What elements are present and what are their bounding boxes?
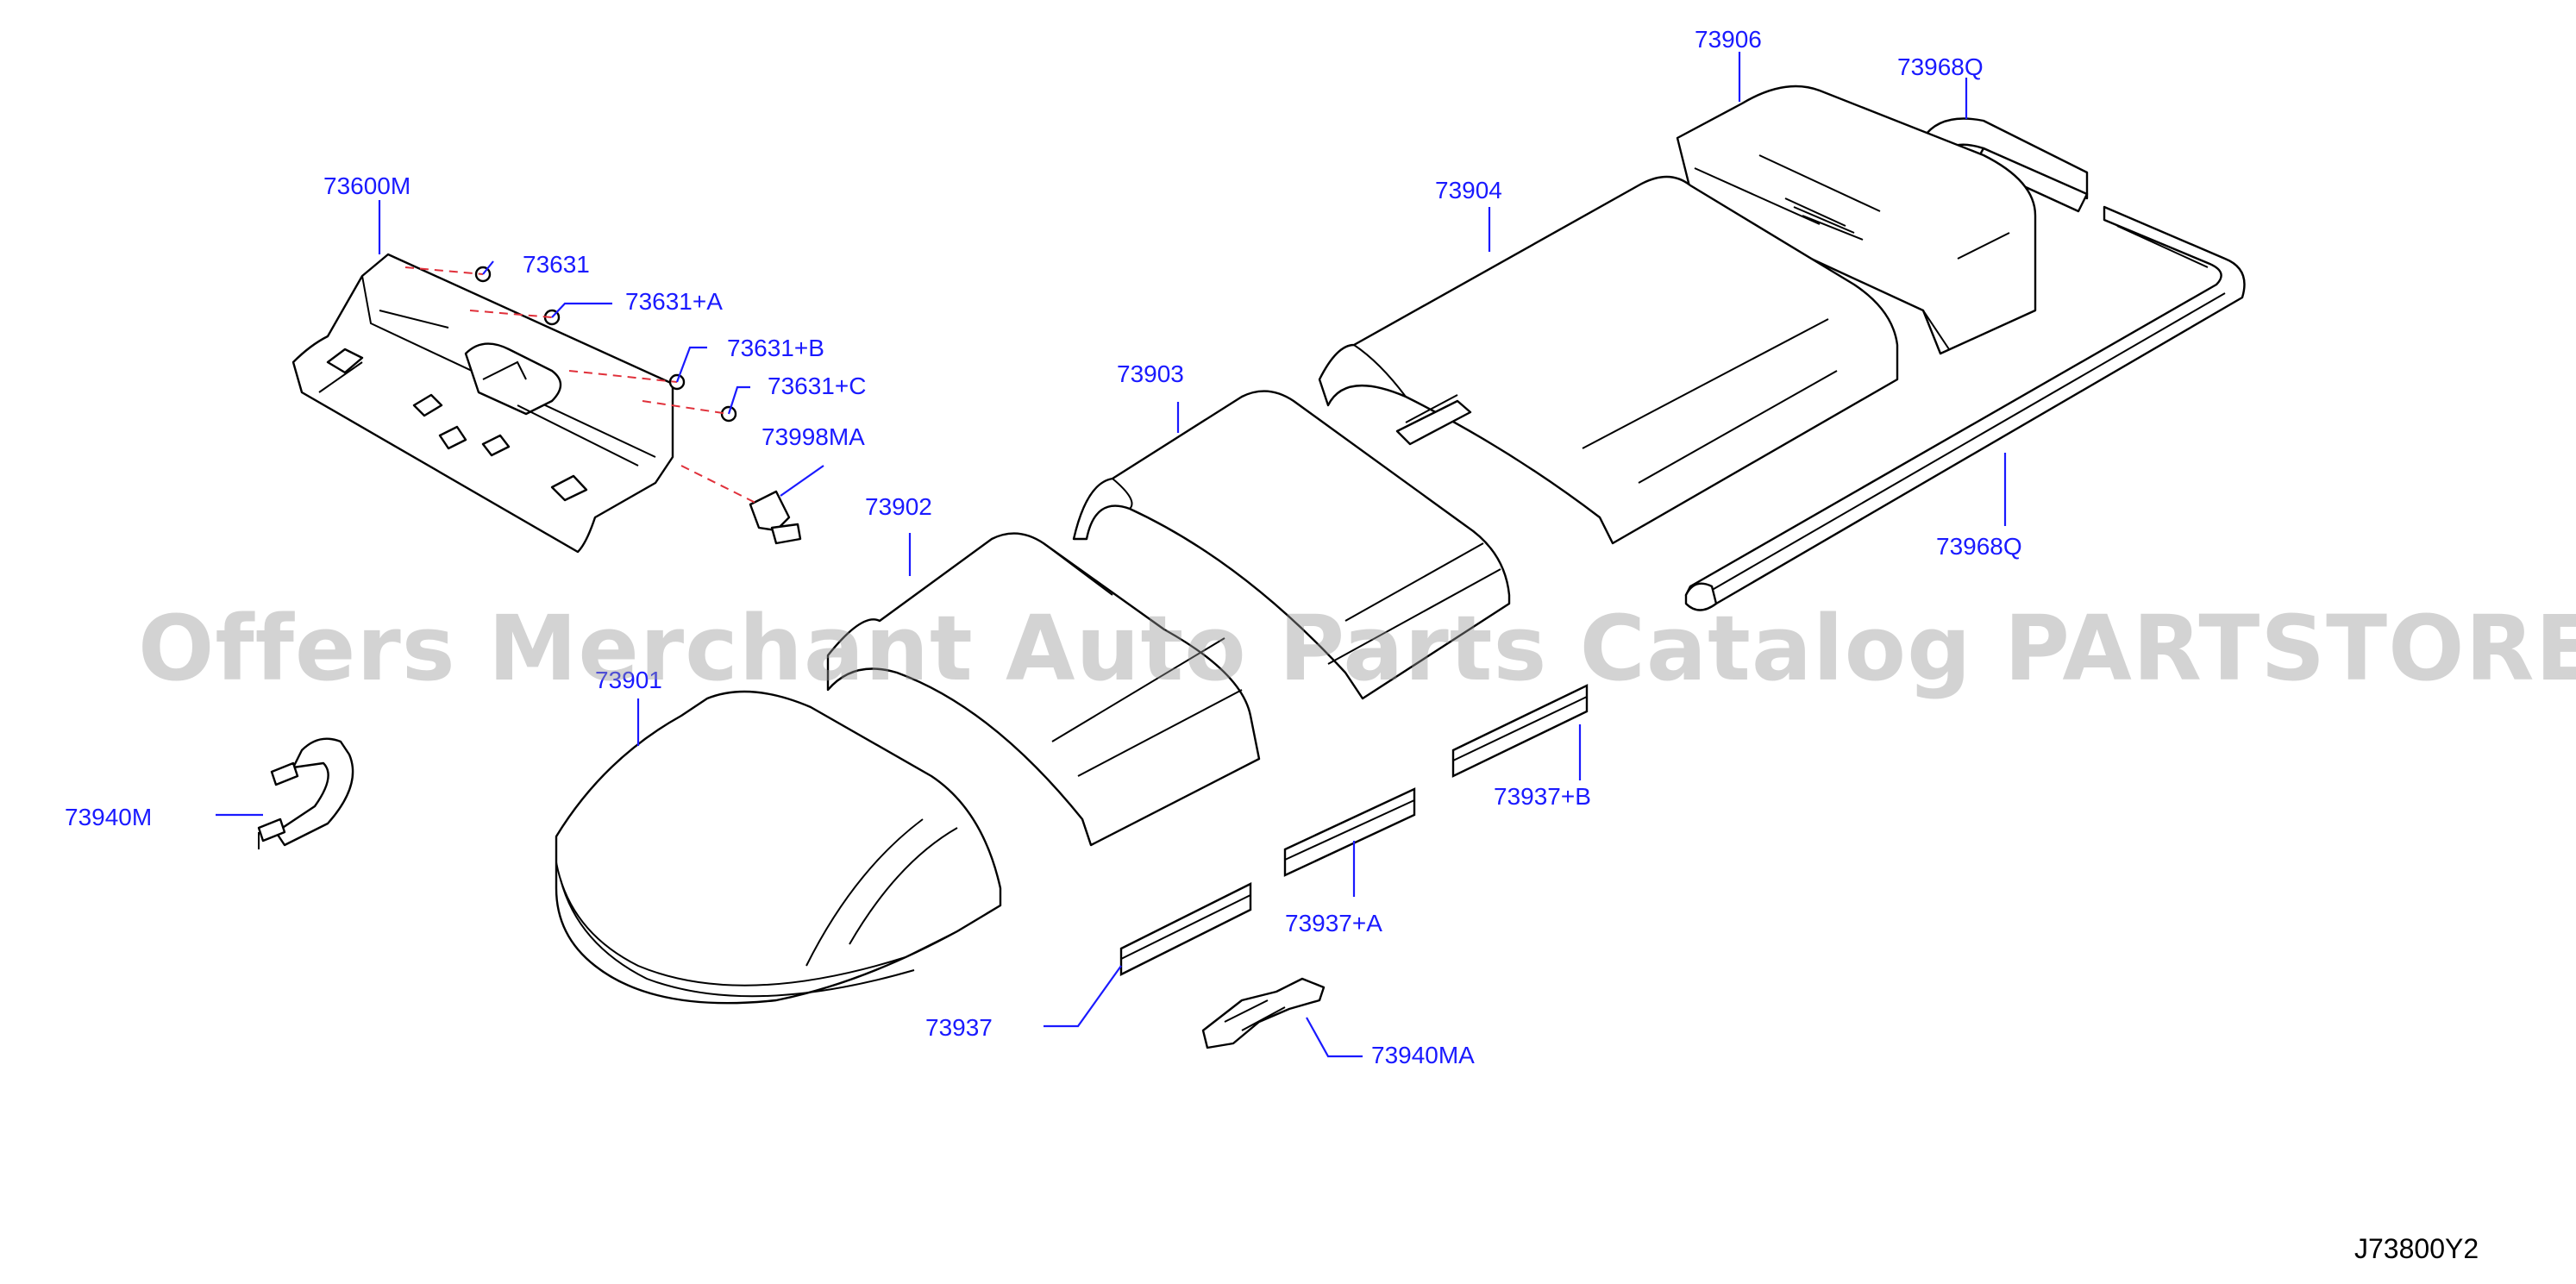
- dashed-guides: [404, 266, 760, 505]
- headliner-section-73906: [1676, 85, 2037, 355]
- label-73940MA[interactable]: 73940MA: [1371, 1042, 1475, 1068]
- label-73998MA[interactable]: 73998MA: [762, 423, 865, 450]
- label-73902[interactable]: 73902: [865, 493, 932, 520]
- trim-strip-73937-A: [1283, 787, 1416, 877]
- trim-strip-73937: [1119, 882, 1252, 976]
- leader-lines: [216, 52, 2007, 1058]
- watermark-text: Offers Merchant Auto Parts Catalog PARTS…: [138, 596, 2576, 701]
- trim-strip-73937-B: [1451, 684, 1589, 778]
- grab-handle-73940M: [257, 737, 354, 849]
- headliner-section-73902: [826, 532, 1261, 847]
- label-73937-B[interactable]: 73937+B: [1494, 783, 1591, 810]
- fastener-73998MA: [749, 490, 802, 545]
- label-73968Q-top[interactable]: 73968Q: [1897, 53, 1984, 80]
- label-73600M[interactable]: 73600M: [323, 172, 411, 199]
- label-73631-B[interactable]: 73631+B: [727, 335, 824, 361]
- label-73631-A[interactable]: 73631+A: [625, 288, 723, 315]
- headliner-section-73904: [1318, 175, 1899, 545]
- label-73631[interactable]: 73631: [523, 251, 590, 278]
- label-73937[interactable]: 73937: [925, 1014, 993, 1041]
- label-73906[interactable]: 73906: [1695, 26, 1762, 53]
- label-73904[interactable]: 73904: [1435, 177, 1502, 204]
- label-73940M[interactable]: 73940M: [65, 804, 153, 830]
- label-73903[interactable]: 73903: [1117, 360, 1184, 387]
- roof-trim-rail-73968Q: [1684, 117, 2246, 611]
- rear-shelf-73600M: [291, 253, 674, 554]
- headliner-front-73901: [555, 690, 1002, 1005]
- bracket-73940MA: [1201, 977, 1326, 1049]
- label-73901[interactable]: 73901: [595, 667, 662, 693]
- label-73968Q-bottom[interactable]: 73968Q: [1936, 533, 2022, 560]
- headliner-section-73903: [1072, 390, 1511, 700]
- label-73937-A[interactable]: 73937+A: [1285, 910, 1382, 936]
- diagram-code: J73800Y2: [2354, 1233, 2479, 1264]
- label-73631-C[interactable]: 73631+C: [768, 373, 867, 399]
